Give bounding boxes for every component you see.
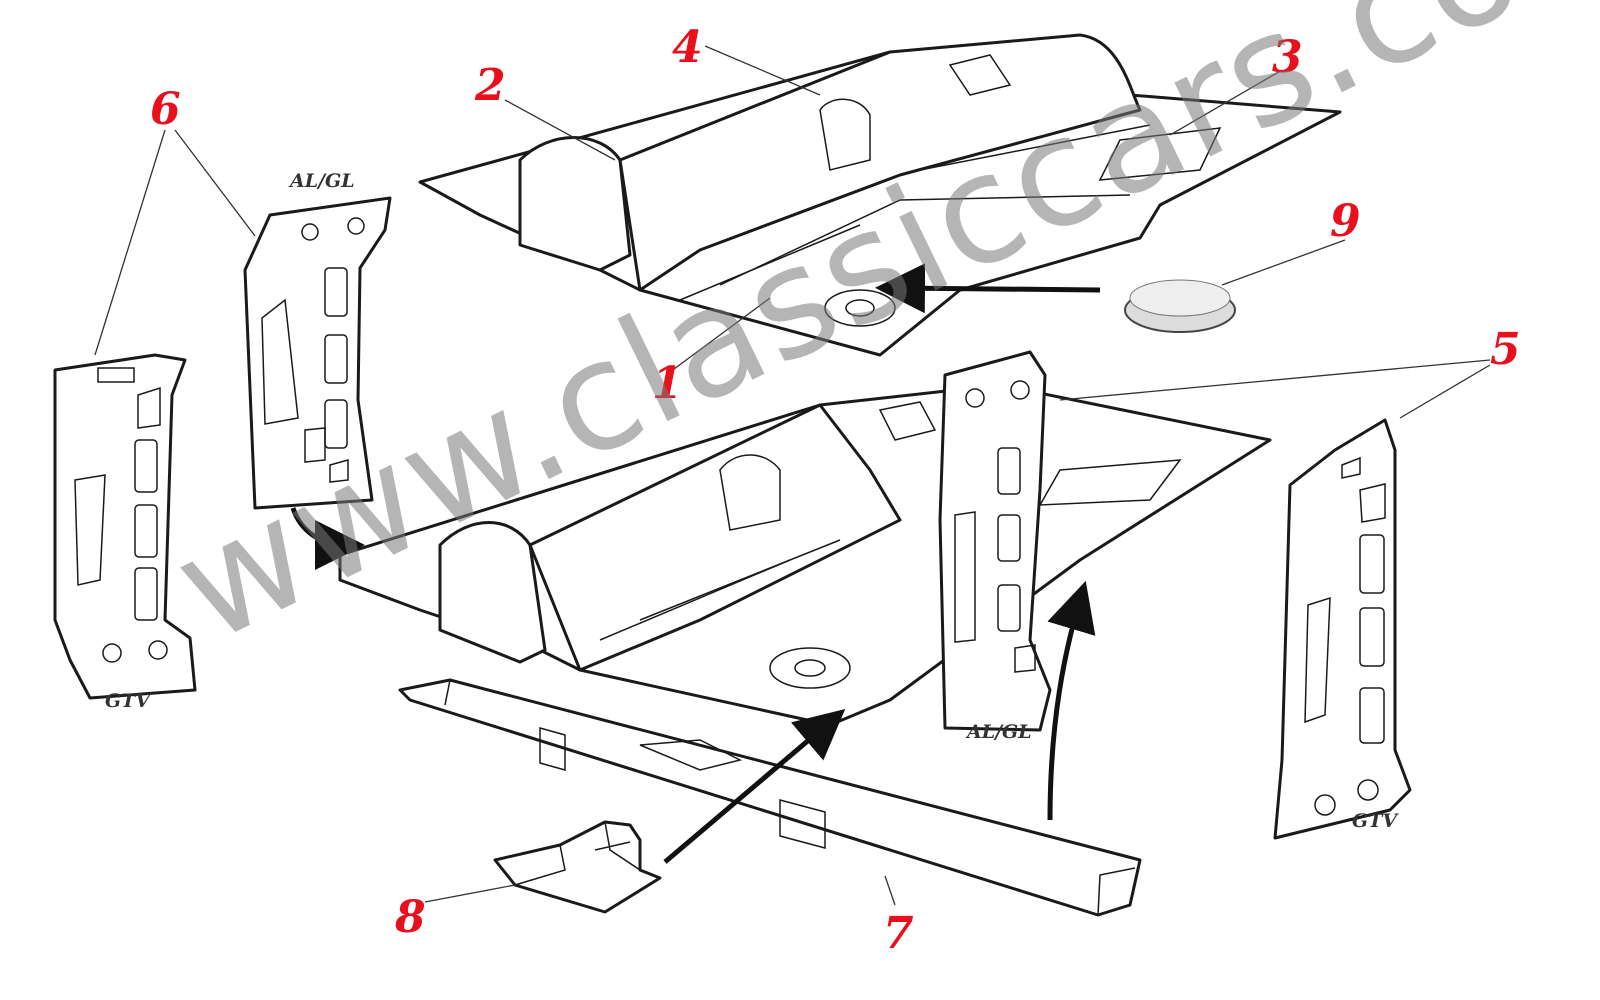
bracket-8 <box>493 820 662 914</box>
label-algl-top: AL/GL <box>290 170 355 192</box>
leader-lines <box>94 45 1491 906</box>
callout-4: 4 <box>672 22 703 73</box>
callout-9: 9 <box>1330 196 1361 247</box>
callout-1: 1 <box>652 358 683 409</box>
label-algl-right: AL/GL <box>967 721 1032 743</box>
floor-panel-upper <box>418 33 1342 357</box>
callout-3: 3 <box>1272 32 1303 83</box>
callout-5: 5 <box>1490 324 1521 375</box>
label-gtv-left: GTV <box>105 690 151 712</box>
arrow-bracket-to-floor <box>663 709 846 864</box>
pillar-5-algl <box>938 350 1052 732</box>
floor-panel-assembled <box>338 383 1272 727</box>
label-gtv-right: GTV <box>1352 810 1398 832</box>
sill-rail-7 <box>398 678 1142 917</box>
callout-7: 7 <box>883 908 914 959</box>
callout-8: 8 <box>395 892 426 943</box>
plug-9 <box>1124 279 1236 333</box>
callout-2: 2 <box>475 60 506 111</box>
pillar-6-gtv <box>53 353 197 700</box>
pillar-5-gtv <box>1273 418 1412 840</box>
arrow-pillar-to-floor <box>290 507 365 570</box>
pillar-6-algl <box>243 196 392 510</box>
arrow-plug-to-floor <box>875 263 1101 314</box>
arrow-sill-to-pillar <box>1047 580 1096 821</box>
callout-6: 6 <box>150 84 181 135</box>
